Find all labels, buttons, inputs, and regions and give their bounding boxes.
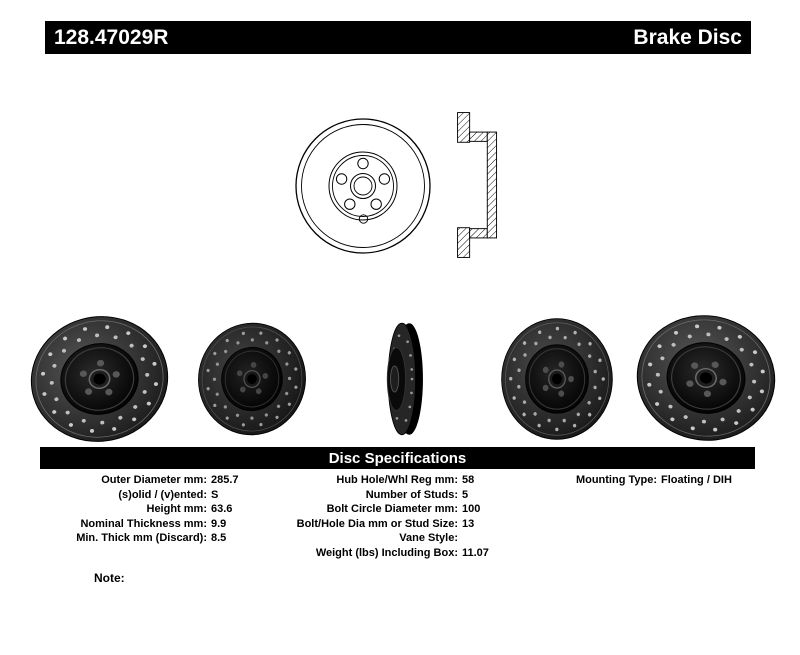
spec-value: 63.6: [211, 503, 233, 516]
spec-value: 285.7: [211, 474, 239, 486]
spec-value: 11.07: [462, 546, 489, 559]
spec-row: Hub Hole/Whl Reg mm: 58: [262, 473, 547, 488]
spec-value: S: [211, 488, 219, 501]
spec-value: 100: [462, 503, 481, 516]
set-screw-hole: [358, 214, 369, 224]
spec-label: Height mm:: [146, 503, 208, 516]
spec-label: Nominal Thickness mm:: [80, 517, 207, 530]
spec-row: Mounting Type: Floating / DIH: [553, 473, 793, 488]
spec-row: Vane Style:: [262, 531, 547, 546]
spec-section-title-bar: Disc Specifications: [40, 447, 755, 469]
spec-value: Floating / DIH: [661, 474, 732, 486]
spec-label: Bolt/Hole Dia mm or Stud Size:: [296, 517, 458, 530]
spec-row: Min. Thick mm (Discard): 8.5: [35, 531, 280, 546]
spec-label: Weight (lbs) Including Box:: [315, 546, 458, 559]
spec-value: 58: [462, 474, 475, 486]
spec-row: Height mm:63.6: [35, 502, 280, 517]
spec-label: Bolt Circle Diameter mm:: [326, 503, 458, 516]
header-bar: 128.47029R Brake Disc: [45, 21, 751, 54]
spec-row: Outer Diameter mm: 285.7: [35, 473, 280, 488]
spec-label: Outer Diameter mm:: [101, 474, 207, 486]
spec-row: Bolt Circle Diameter mm: 100: [262, 502, 547, 517]
technical-drawing-cross-section: [457, 112, 498, 258]
spec-value: 13: [462, 517, 475, 530]
photo-drilled-disc-angled-left: [28, 310, 171, 448]
part-number: 128.47029R: [54, 25, 169, 49]
product-title: Brake Disc: [633, 25, 742, 49]
spec-label: Vane Style:: [399, 532, 458, 545]
spec-section-title: Disc Specifications: [328, 449, 467, 467]
photo-disc-edge-view: [369, 318, 433, 440]
spec-row: Weight (lbs) Including Box: 11.07: [262, 546, 547, 561]
spec-row: Number of Studs: 5: [262, 488, 547, 503]
spec-value: 8.5: [211, 532, 227, 545]
spec-label: (s)olid / (v)ented:: [118, 488, 207, 501]
spec-row: Bolt/Hole Dia mm or Stud Size: 13: [262, 517, 547, 532]
spec-column-right: Mounting Type: Floating / DIH: [553, 473, 793, 488]
spec-label: Hub Hole/Whl Reg mm:: [336, 474, 458, 486]
spec-label: Number of Studs:: [365, 488, 458, 501]
spec-row: (s)olid / (v)ented: S: [35, 488, 280, 503]
technical-drawing-front-view: [295, 118, 431, 254]
spec-label: Min. Thick mm (Discard):: [76, 532, 207, 545]
spec-column-left: Outer Diameter mm: 285.7 (s)olid / (v)ente…: [35, 473, 280, 546]
photo-drilled-disc-front: [498, 316, 616, 442]
spec-value: 5: [462, 488, 469, 501]
spec-value: 9.9: [211, 517, 227, 530]
note-label: Note:: [94, 571, 125, 585]
spec-label: Mounting Type:: [575, 474, 657, 486]
photo-drilled-disc-angled-right: [634, 309, 778, 447]
spec-row: Nominal Thickness mm: 9.9: [35, 517, 280, 532]
lug-holes: [335, 157, 391, 210]
photo-drilled-disc-angled-dark: [196, 319, 308, 439]
